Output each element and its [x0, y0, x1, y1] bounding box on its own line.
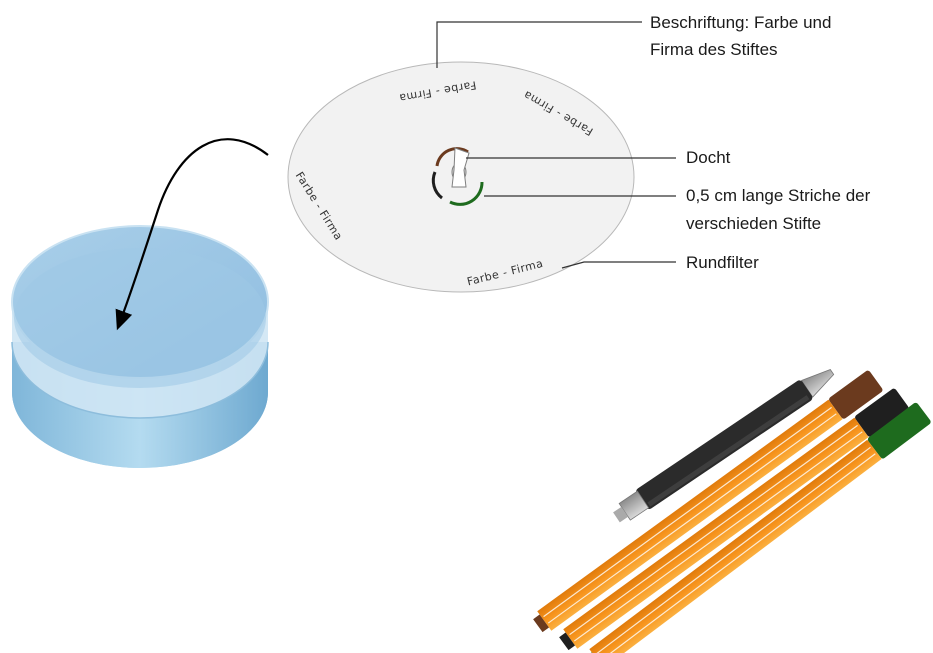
pen-brown	[533, 370, 883, 633]
callout-strokes-line1: 0,5 cm lange Striche der	[686, 186, 871, 205]
callout-strokes-line2: verschieden Stifte	[686, 214, 821, 233]
pen-black	[559, 388, 909, 651]
petri-dish	[11, 225, 269, 468]
leader-label	[436, 21, 642, 68]
callout-label-line1: Beschriftung: Farbe und	[650, 13, 831, 32]
wick	[451, 147, 470, 188]
callout-wick: Docht	[686, 148, 731, 167]
curved-arrow	[115, 138, 269, 331]
pen-mark-black	[431, 171, 443, 200]
pen-green	[585, 402, 931, 653]
pens	[533, 369, 931, 653]
callout-label-line2: Firma des Stiftes	[650, 40, 778, 59]
leader-filter	[561, 261, 676, 269]
callout-filter: Rundfilter	[686, 253, 759, 272]
leader-lines	[436, 21, 676, 269]
pen-marks	[431, 147, 484, 206]
mechanical-pencil	[613, 369, 835, 523]
pen-mark-brown	[435, 147, 469, 167]
pen-mark-green	[449, 181, 484, 206]
